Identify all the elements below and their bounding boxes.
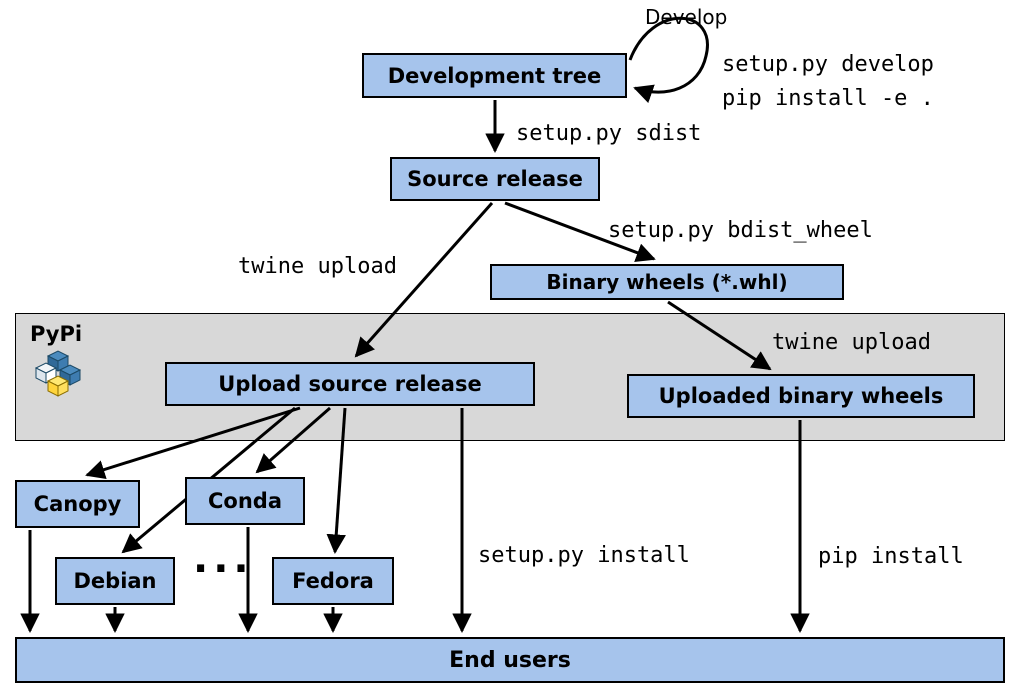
node-development-tree: Development tree (362, 53, 627, 98)
node-fedora: Fedora (272, 557, 394, 605)
label-setup-install: setup.py install (478, 543, 690, 568)
label-setup-sdist: setup.py sdist (516, 121, 702, 146)
node-binary-wheels: Binary wheels (*.whl) (490, 264, 844, 300)
node-debian: Debian (55, 557, 175, 605)
node-source-release: Source release (390, 157, 600, 201)
label-develop: Develop (645, 5, 728, 29)
label-develop-commands: setup.py develop pip install -e . (722, 48, 934, 116)
more-distros-ellipsis: ... (193, 536, 254, 582)
label-twine-upload-left: twine upload (238, 254, 397, 279)
label-develop-cmd-1: setup.py develop (722, 52, 934, 77)
pypi-logo-icon (34, 350, 82, 397)
label-develop-cmd-2: pip install -e . (722, 86, 934, 112)
node-end-users: End users (15, 637, 1005, 683)
label-pip-install: pip install (818, 544, 964, 569)
node-conda: Conda (185, 477, 305, 525)
label-twine-upload-right: twine upload (772, 330, 931, 355)
node-uploaded-binary-wheels: Uploaded binary wheels (627, 374, 975, 418)
node-upload-source-release: Upload source release (165, 362, 535, 406)
label-setup-bdist-wheel: setup.py bdist_wheel (608, 218, 873, 243)
arrow-develop-selfloop (628, 16, 709, 104)
node-canopy: Canopy (15, 480, 140, 528)
pypi-region-label: PyPi (30, 322, 83, 346)
